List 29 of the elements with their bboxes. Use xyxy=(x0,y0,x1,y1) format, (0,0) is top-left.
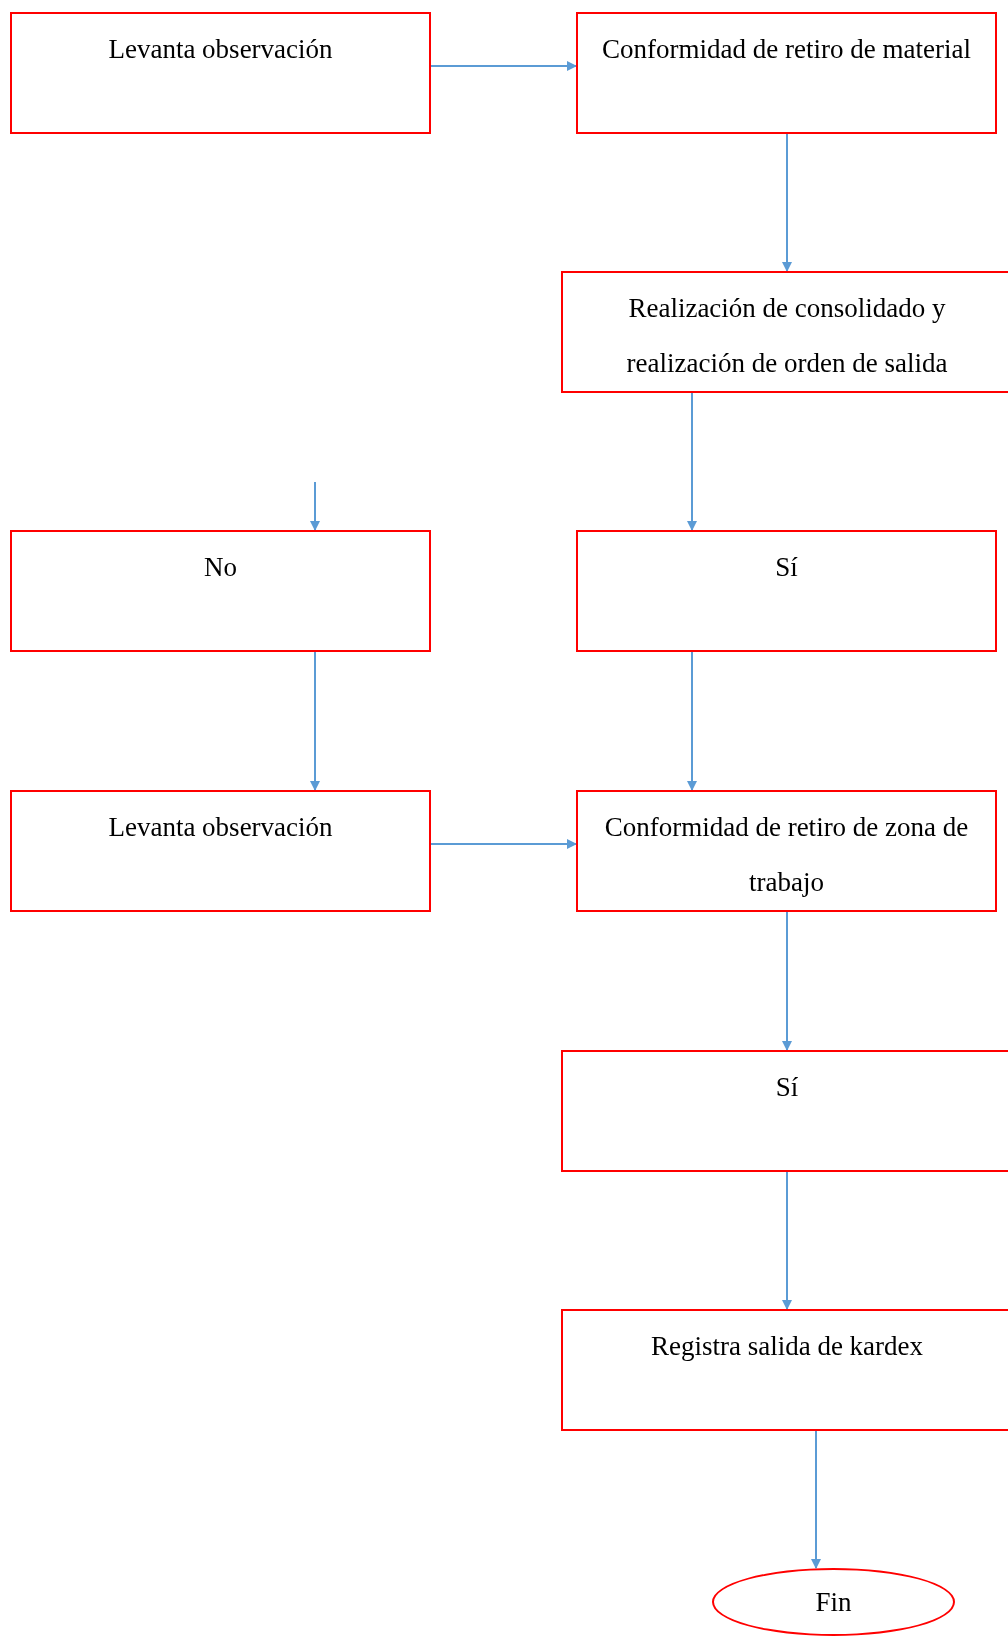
arrow xyxy=(782,1171,792,1310)
arrow xyxy=(782,133,792,272)
process-box xyxy=(561,271,1008,393)
process-box xyxy=(561,1050,1008,1172)
box-text: Levanta observación xyxy=(108,33,333,66)
process-box xyxy=(576,790,997,912)
arrow xyxy=(310,481,320,531)
arrow xyxy=(687,651,697,791)
process-box xyxy=(576,12,997,134)
process-box xyxy=(10,530,431,652)
box-text: Conformidad de retiro de zona de trabajo xyxy=(603,811,970,899)
box-text: Sí xyxy=(775,551,798,584)
arrow xyxy=(687,392,697,531)
arrow xyxy=(430,61,577,71)
arrow xyxy=(811,1430,821,1569)
process-box xyxy=(561,1309,1008,1431)
process-box xyxy=(576,530,997,652)
box-text: Levanta observación xyxy=(108,811,333,844)
box-text: Sí xyxy=(775,1071,799,1104)
arrow xyxy=(310,651,320,791)
box-text: No xyxy=(204,551,237,584)
arrow xyxy=(430,839,577,849)
box-text: Conformidad de retiro de material xyxy=(602,33,971,66)
process-box xyxy=(10,790,431,912)
box-text: Fin xyxy=(815,1585,852,1619)
arrow xyxy=(782,911,792,1051)
box-text: Realización de consolidado y realización de orden de salida xyxy=(625,292,949,380)
box-text: Registra salida de kardex xyxy=(650,1330,924,1363)
process-box xyxy=(10,12,431,134)
